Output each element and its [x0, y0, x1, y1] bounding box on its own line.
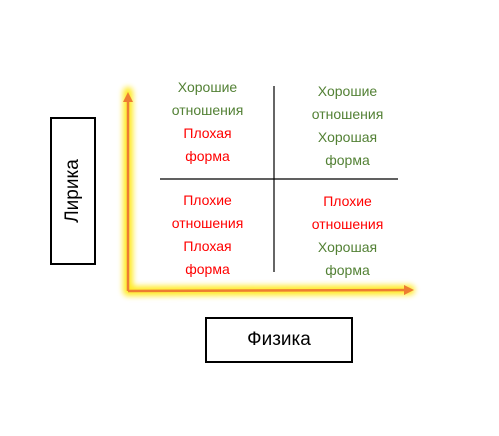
quadrant-line: Хорошие	[317, 83, 378, 99]
y-axis-label-box: Лирика	[50, 117, 96, 265]
quadrant-line: форма	[325, 262, 370, 278]
x-axis-label-box: Физика	[205, 317, 353, 363]
quadrant-line: форма	[325, 152, 370, 168]
quadrant-line: отношения	[311, 216, 384, 232]
quadrant-line: Хорошие	[177, 79, 238, 95]
x-axis-label: Физика	[247, 329, 311, 350]
quadrant-line: форма	[185, 148, 230, 164]
quadrant-line: Плохая	[183, 125, 232, 141]
quadrant-line: форма	[185, 261, 230, 277]
quadrant-line: Плохие	[183, 192, 232, 208]
quadrant-line: Хорошая	[317, 239, 378, 255]
quadrant-line: Плохие	[323, 193, 372, 209]
quadrant-line: отношения	[171, 215, 244, 231]
quadrant-line: Плохая	[183, 238, 232, 254]
quadrant-line: отношения	[171, 102, 244, 118]
quadrant-line: Хорошая	[317, 129, 378, 145]
x-axis-arrow	[127, 285, 414, 296]
quadrant-line: отношения	[311, 106, 384, 122]
y-axis-label: Лирика	[62, 159, 83, 223]
